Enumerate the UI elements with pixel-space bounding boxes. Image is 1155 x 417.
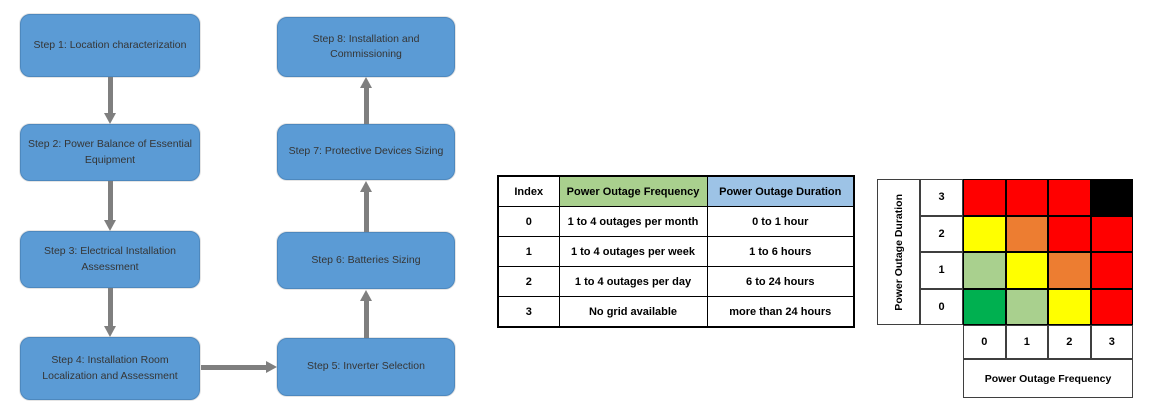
row-label: 1 — [920, 252, 963, 289]
matrix-cell — [963, 179, 1006, 216]
matrix-col-labels: 0 1 2 3 — [963, 325, 1133, 359]
matrix-cell — [1090, 215, 1133, 252]
y-axis-label: Power Outage Duration — [877, 179, 920, 325]
arrow-step7-step8-icon — [360, 77, 373, 124]
matrix-grid — [963, 179, 1133, 325]
col-header-duration: Power Outage Duration — [706, 175, 855, 207]
frequency-value: 1 to 4 outages per week — [558, 236, 708, 267]
matrix-cell — [1005, 288, 1048, 325]
matrix-cell — [1048, 179, 1091, 216]
arrow-step1-step2-icon — [104, 77, 117, 124]
index-value: 0 — [497, 206, 560, 237]
table-row: 3 No grid available more than 24 hours — [497, 296, 855, 328]
frequency-value: No grid available — [558, 296, 708, 328]
flow-step-5: Step 5: Inverter Selection — [277, 338, 455, 396]
index-value: 3 — [497, 296, 560, 328]
flow-step-8: Step 8: Installation and Commissioning — [277, 17, 455, 77]
col-label: 0 — [963, 325, 1006, 359]
col-header-index: Index — [497, 175, 560, 207]
flow-step-3: Step 3: Electrical Installation Assessme… — [20, 231, 200, 288]
matrix-cell — [963, 288, 1006, 325]
arrow-step6-step7-icon — [360, 181, 373, 232]
table-row: 2 1 to 4 outages per day 6 to 24 hours — [497, 266, 855, 297]
table-row: 0 1 to 4 outages per month 0 to 1 hour — [497, 206, 855, 237]
risk-matrix: Power Outage Duration 3 2 1 0 — [877, 179, 1133, 400]
row-label: 3 — [920, 179, 963, 216]
matrix-cell — [1048, 252, 1091, 289]
flow-step-4: Step 4: Installation Room Localization a… — [20, 337, 200, 400]
col-label: 1 — [1005, 325, 1048, 359]
matrix-cell — [1048, 288, 1091, 325]
col-header-frequency: Power Outage Frequency — [558, 175, 708, 207]
flow-step-2: Step 2: Power Balance of Essential Equip… — [20, 124, 200, 181]
frequency-value: 1 to 4 outages per month — [558, 206, 708, 237]
matrix-cell — [963, 252, 1006, 289]
matrix-cell — [1090, 288, 1133, 325]
duration-value: 0 to 1 hour — [706, 206, 855, 237]
matrix-cell — [1048, 215, 1091, 252]
y-axis-label-text: Power Outage Duration — [892, 193, 905, 311]
arrow-step2-step3-icon — [104, 181, 117, 231]
duration-value: 1 to 6 hours — [706, 236, 855, 267]
flow-step-1: Step 1: Location characterization — [20, 14, 200, 77]
row-label: 0 — [920, 288, 963, 325]
matrix-cell — [1090, 252, 1133, 289]
matrix-cell — [1005, 252, 1048, 289]
col-label: 2 — [1048, 325, 1091, 359]
matrix-cell — [1005, 215, 1048, 252]
arrow-step3-step4-icon — [104, 288, 117, 337]
index-value: 2 — [497, 266, 560, 297]
matrix-cell — [1090, 179, 1133, 216]
index-value: 1 — [497, 236, 560, 267]
table-row: 1 1 to 4 outages per week 1 to 6 hours — [497, 236, 855, 267]
col-label: 3 — [1090, 325, 1133, 359]
flow-step-6: Step 6: Batteries Sizing — [277, 232, 455, 289]
matrix-cell — [963, 215, 1006, 252]
duration-value: more than 24 hours — [706, 296, 855, 328]
row-label: 2 — [920, 215, 963, 252]
frequency-value: 1 to 4 outages per day — [558, 266, 708, 297]
outage-index-table: Index Power Outage Frequency Power Outag… — [497, 175, 855, 328]
arrow-step4-step5-icon — [201, 361, 277, 374]
x-axis-label: Power Outage Frequency — [963, 359, 1133, 398]
flow-step-7: Step 7: Protective Devices Sizing — [277, 124, 455, 180]
matrix-cell — [1005, 179, 1048, 216]
arrow-step5-step6-icon — [360, 290, 373, 338]
duration-value: 6 to 24 hours — [706, 266, 855, 297]
